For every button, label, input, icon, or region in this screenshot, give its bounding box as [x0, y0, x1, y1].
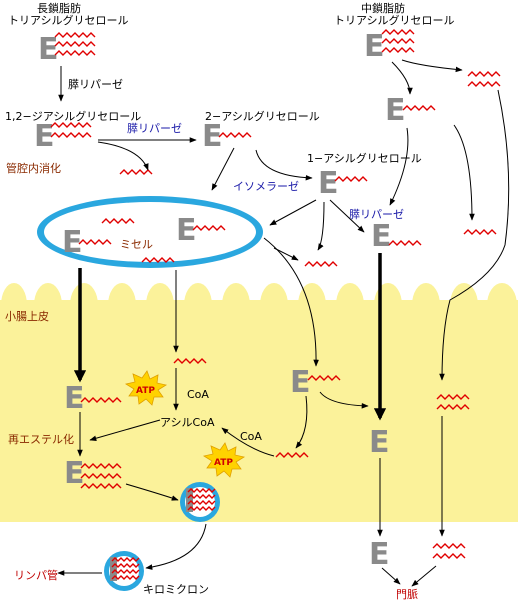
glycerol-glyph: E: [385, 93, 406, 128]
atp-label-2: ATP: [214, 458, 233, 468]
reesterification-label: 再エステル化: [8, 432, 74, 446]
coa-label-2: CoA: [240, 430, 262, 443]
coa-label-1: CoA: [187, 388, 209, 401]
triacylglycerol-right-label: トリアシルグリセロール: [334, 13, 455, 27]
small-intestine-epithelium-label: 小腸上皮: [5, 310, 49, 323]
diacylglycerol-label: 1,2−ジアシルグリセロール: [5, 109, 141, 123]
lymph-vessel-label: リンパ管: [14, 568, 58, 582]
glycerol-glyph: E: [64, 381, 85, 416]
glycerol-glyph: E: [34, 119, 55, 154]
portal-vein-label: 門脈: [396, 587, 418, 601]
arrows: [57, 59, 510, 587]
one-acylglycerol-label: 1−アシルグリセロール: [307, 151, 422, 165]
glycerol-backbones: E E E E E E E E E E E E E E: [34, 29, 406, 572]
glycerol-glyph: E: [64, 456, 85, 491]
chylomicron-in-lymph: [104, 551, 144, 591]
chylomicron-label: キロミクロン: [143, 583, 209, 596]
pancreatic-lipase-label-3: 膵リパーゼ: [349, 208, 404, 221]
micelle-label: ミセル: [120, 238, 153, 251]
isomerase-label: イソメラーゼ: [233, 180, 299, 193]
medium-chain-fat-label: 中鎖脂肪: [361, 1, 405, 15]
pancreatic-lipase-label-2: 膵リパーゼ: [127, 122, 182, 135]
triacylglycerol-left-label: トリアシルグリセロール: [8, 13, 129, 27]
two-acylglycerol-label: 2−アシルグリセロール: [205, 109, 320, 123]
long-chain-fat-label: 長鎖脂肪: [37, 1, 81, 15]
glycerol-glyph: E: [318, 166, 339, 201]
glycerol-glyph: E: [38, 32, 59, 67]
glycerol-glyph: E: [176, 213, 197, 248]
acyl-coa-label: アシルCoA: [160, 416, 215, 429]
glycerol-glyph: E: [202, 119, 223, 154]
glycerol-glyph: E: [364, 29, 385, 64]
atp-label-1: ATP: [136, 386, 155, 396]
fatty-acid-chains: [50, 29, 501, 559]
luminal-digestion-label: 管腔内消化: [6, 161, 61, 175]
chylomicron-in-cell: [180, 482, 220, 522]
glycerol-glyph: E: [62, 225, 83, 260]
pancreatic-lipase-label-1: 膵リパーゼ: [68, 78, 123, 91]
atp-burst-2: ATP: [202, 442, 246, 478]
micelle: [37, 196, 263, 268]
atp-burst-1: ATP: [124, 370, 168, 406]
glycerol-glyph: E: [290, 365, 311, 400]
glycerol-glyph: E: [369, 537, 390, 572]
glycerol-glyph: E: [371, 219, 392, 254]
glycerol-glyph: E: [369, 425, 390, 460]
